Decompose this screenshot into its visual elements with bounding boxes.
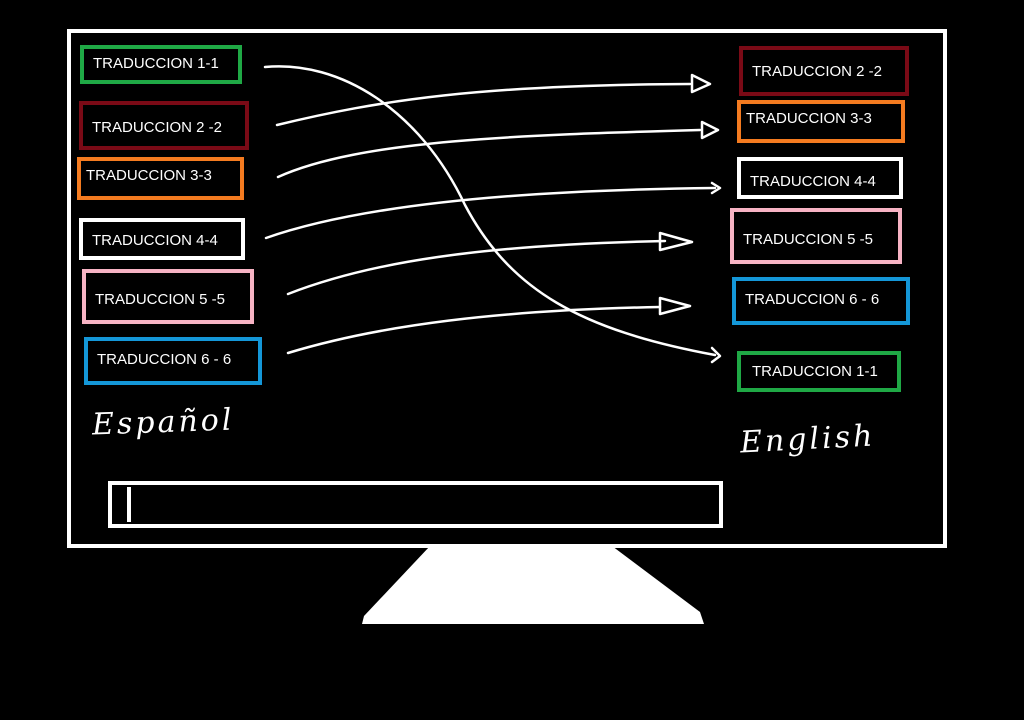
right-item-5[interactable]: TRADUCCION 6 - 6 xyxy=(732,277,910,325)
right-item-3[interactable]: TRADUCCION 4-4 xyxy=(737,157,903,199)
right-item-1[interactable]: TRADUCCION 2 -2 xyxy=(739,46,909,96)
english-language-label: English xyxy=(739,418,877,461)
left-item-3[interactable]: TRADUCCION 3-3 xyxy=(77,157,244,200)
translation-input[interactable] xyxy=(108,481,723,528)
text-cursor xyxy=(127,487,131,522)
left-item-2[interactable]: TRADUCCION 2 -2 xyxy=(79,101,249,150)
left-item-6[interactable]: TRADUCCION 6 - 6 xyxy=(84,337,262,385)
right-item-4[interactable]: TRADUCCION 5 -5 xyxy=(730,208,902,264)
right-item-2[interactable]: TRADUCCION 3-3 xyxy=(737,100,905,143)
right-item-6[interactable]: TRADUCCION 1-1 xyxy=(737,351,901,392)
left-item-5[interactable]: TRADUCCION 5 -5 xyxy=(82,269,254,324)
left-item-1[interactable]: TRADUCCION 1-1 xyxy=(80,45,242,84)
left-item-4[interactable]: TRADUCCION 4-4 xyxy=(79,218,245,260)
spanish-language-label: Español xyxy=(91,402,235,443)
